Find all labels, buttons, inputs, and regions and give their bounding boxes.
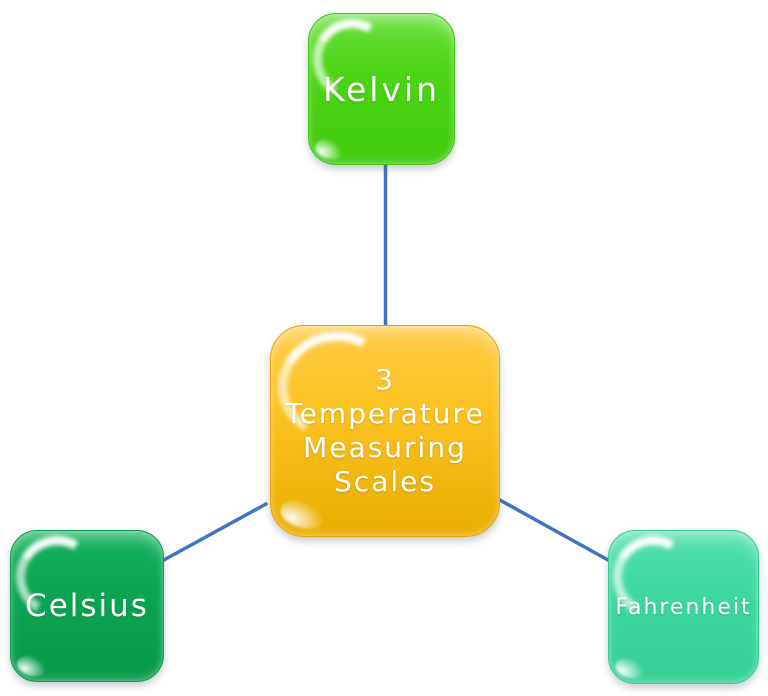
node-fahrenheit-label: Fahrenheit [615,594,752,620]
node-center-label: 3 Temperature Measuring Scales [285,362,485,499]
connector-fahrenheit-center [496,497,610,562]
connector-celsius-center [160,502,268,563]
node-celsius-label: Celsius [25,588,149,624]
node-celsius: Celsius [10,530,164,682]
node-fahrenheit: Fahrenheit [608,530,759,684]
node-kelvin-label: Kelvin [322,69,441,109]
node-kelvin: Kelvin [308,13,455,165]
node-center-topic: 3 Temperature Measuring Scales [270,325,500,537]
